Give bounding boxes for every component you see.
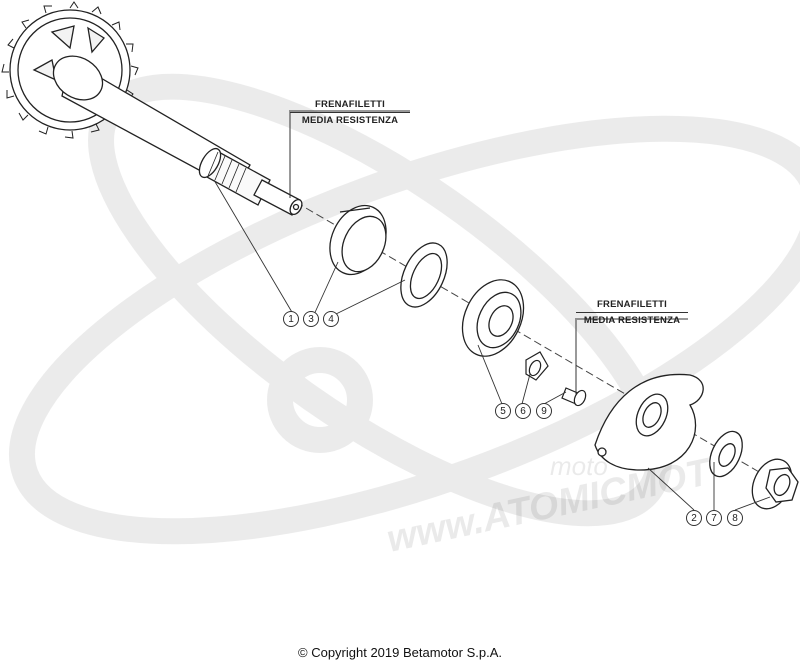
ref-badge[interactable]: 4 bbox=[323, 311, 339, 327]
ref-badge[interactable]: 3 bbox=[303, 311, 319, 327]
flange-nut bbox=[751, 458, 799, 510]
callout-line-2: MEDIA RESISTENZA bbox=[301, 115, 399, 126]
callout-line-1: FRENAFILETTI bbox=[290, 99, 410, 113]
callout-line-1: FRENAFILETTI bbox=[576, 299, 688, 313]
gear-shaft bbox=[1, 1, 303, 216]
ref-badge[interactable]: 9 bbox=[536, 403, 552, 419]
watermark-brand: moto bbox=[550, 451, 608, 481]
threadlocker-callout-1: FRENAFILETTI MEDIA RESISTENZA bbox=[290, 99, 410, 126]
ref-badge[interactable]: 8 bbox=[727, 510, 743, 526]
cam-lever bbox=[594, 373, 704, 471]
ref-badge[interactable]: 1 bbox=[283, 311, 299, 327]
reference-leaders bbox=[213, 179, 771, 511]
callout-line-2: MEDIA RESISTENZA bbox=[583, 315, 681, 326]
ball-bearing bbox=[461, 279, 525, 357]
ref-badge[interactable]: 6 bbox=[515, 403, 531, 419]
screw bbox=[561, 387, 587, 407]
bushing bbox=[329, 204, 387, 276]
copyright-notice: © Copyright 2019 Betamotor S.p.A. bbox=[298, 645, 502, 660]
seal-ring bbox=[400, 242, 448, 308]
ref-badge[interactable]: 7 bbox=[706, 510, 722, 526]
lock-plate bbox=[525, 351, 549, 381]
ref-badge[interactable]: 5 bbox=[495, 403, 511, 419]
threadlocker-callout-2: FRENAFILETTI MEDIA RESISTENZA bbox=[576, 299, 688, 326]
ref-badge[interactable]: 2 bbox=[686, 510, 702, 526]
flat-washer bbox=[709, 430, 743, 478]
callout-leaders bbox=[289, 110, 688, 395]
